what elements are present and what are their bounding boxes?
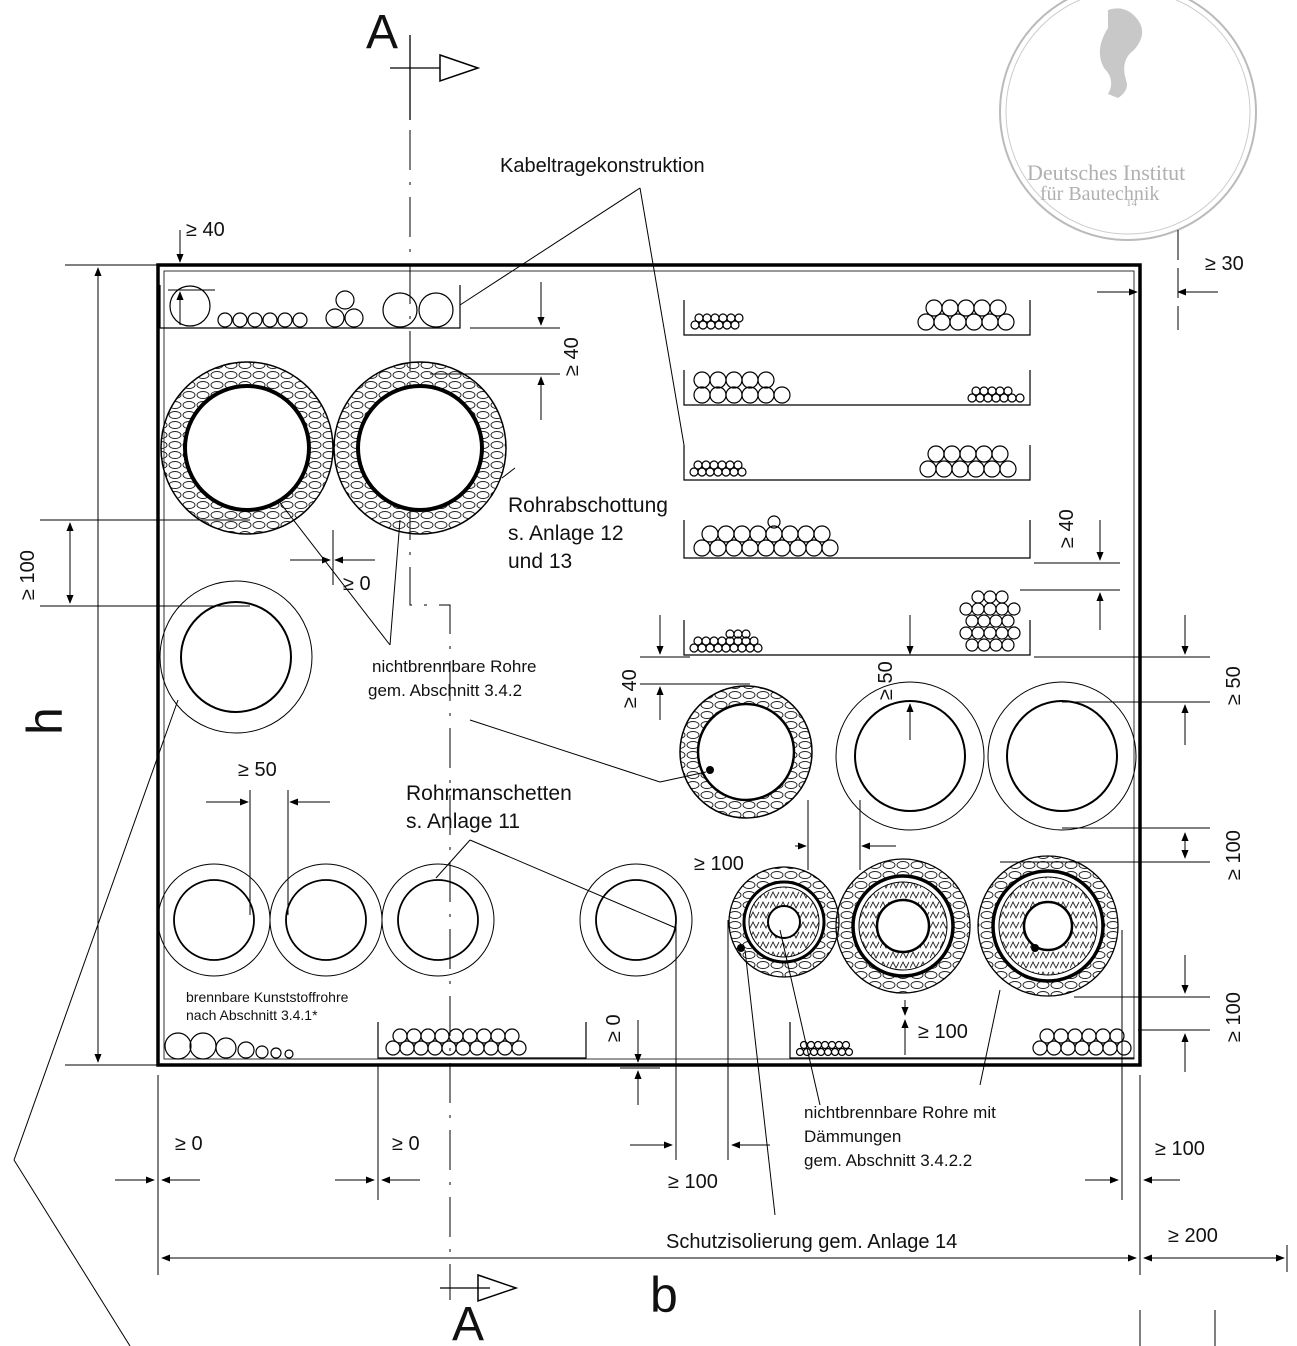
bear-emblem [1099,8,1143,99]
pipe-insulated-mid [679,685,813,819]
label-nichtbrennbar-2: gem. Abschnitt 3.4.2 [368,681,522,700]
dimension-b: b [650,1267,678,1323]
wall-opening-inner [163,270,1135,1060]
label-rohrabschottung-2: s. Anlage 12 [508,522,624,545]
dim-50-left: ≥ 50 [238,759,277,781]
pipe-insulated-left [160,361,334,535]
label-rohrabschottung-3: und 13 [508,550,572,573]
wall-opening-frame [156,263,1142,1067]
dim-100-b4: ≥ 100 [1155,1138,1205,1160]
dim-100-left: ≥ 100 [17,550,39,600]
leader-lines [13,187,1001,1346]
pipe-daemmung-small [728,866,840,978]
plastic-pipes-bottom [157,863,693,977]
label-daemmung-2: Dämmungen [804,1127,901,1146]
dim-0-b2: ≥ 0 [392,1133,420,1155]
section-marker-bottom: A [452,1298,484,1346]
section-marker-top: A [366,6,398,59]
pipe-collar-left [159,580,313,734]
dimension-h: h [17,707,73,735]
dim-40-right: ≥ 40 [1056,509,1078,548]
label-rohrmanschetten-1: Rohrmanschetten [406,782,572,805]
seal-line2: für Bautechnik [1040,183,1159,205]
dim-30: ≥ 30 [1205,253,1244,275]
label-schutzisolierung: Schutzisolierung gem. Anlage 14 [666,1231,957,1253]
dim-0-pipes: ≥ 0 [343,573,371,595]
label-nichtbrennbar-1: nichtbrennbare Rohre [372,657,536,676]
cable-trays-right [683,299,1031,656]
section-line [390,35,519,1303]
dim-100-right-mid: ≥ 100 [1223,830,1245,880]
pipe-insulated-right [333,361,507,535]
seal-line1: Deutsches Institut [1027,160,1185,185]
dibt-seal: Deutsches Institut für Bautechnik 14 [999,0,1257,241]
cable-tray-top-left [159,285,461,329]
dim-100-mid: ≥ 100 [694,853,744,875]
seal-number: 14 [1126,197,1138,209]
label-rohrabschottung-1: Rohrabschottung [508,494,668,517]
label-kabeltragekonstruktion: Kabeltragekonstruktion [500,155,705,177]
pipe-collar-right [987,681,1137,831]
dim-40-top: ≥ 40 [186,219,225,241]
dim-50-right: ≥ 50 [1223,666,1245,705]
label-brennbar-1: brennbare Kunststoffrohre [186,989,349,1005]
dim-50-mid: ≥ 50 [875,661,897,700]
dim-0-b1: ≥ 0 [175,1133,203,1155]
dimension-lines [40,230,1288,1346]
dim-100-b3: ≥ 100 [668,1171,718,1193]
dim-40-tray: ≥ 40 [561,337,583,376]
pipe-daemmung-large [977,855,1119,997]
dim-200: ≥ 200 [1168,1225,1218,1247]
label-brennbar-2: nach Abschnitt 3.4.1* [186,1007,318,1023]
pipe-daemmung-mid [835,858,971,994]
dim-40-mid: ≥ 40 [619,669,641,708]
dim-100-bottom-mid: ≥ 100 [918,1021,968,1043]
label-rohrmanschetten-2: s. Anlage 11 [406,810,520,833]
pipe-collar-mid [835,681,985,831]
label-daemmung-1: nichtbrennbare Rohre mit [804,1103,996,1122]
label-daemmung-3: gem. Abschnitt 3.4.2.2 [804,1151,972,1170]
dim-0-bottom: ≥ 0 [603,1014,625,1042]
dim-100-right-low: ≥ 100 [1223,992,1245,1042]
cable-trays-bottom [164,1022,1134,1060]
